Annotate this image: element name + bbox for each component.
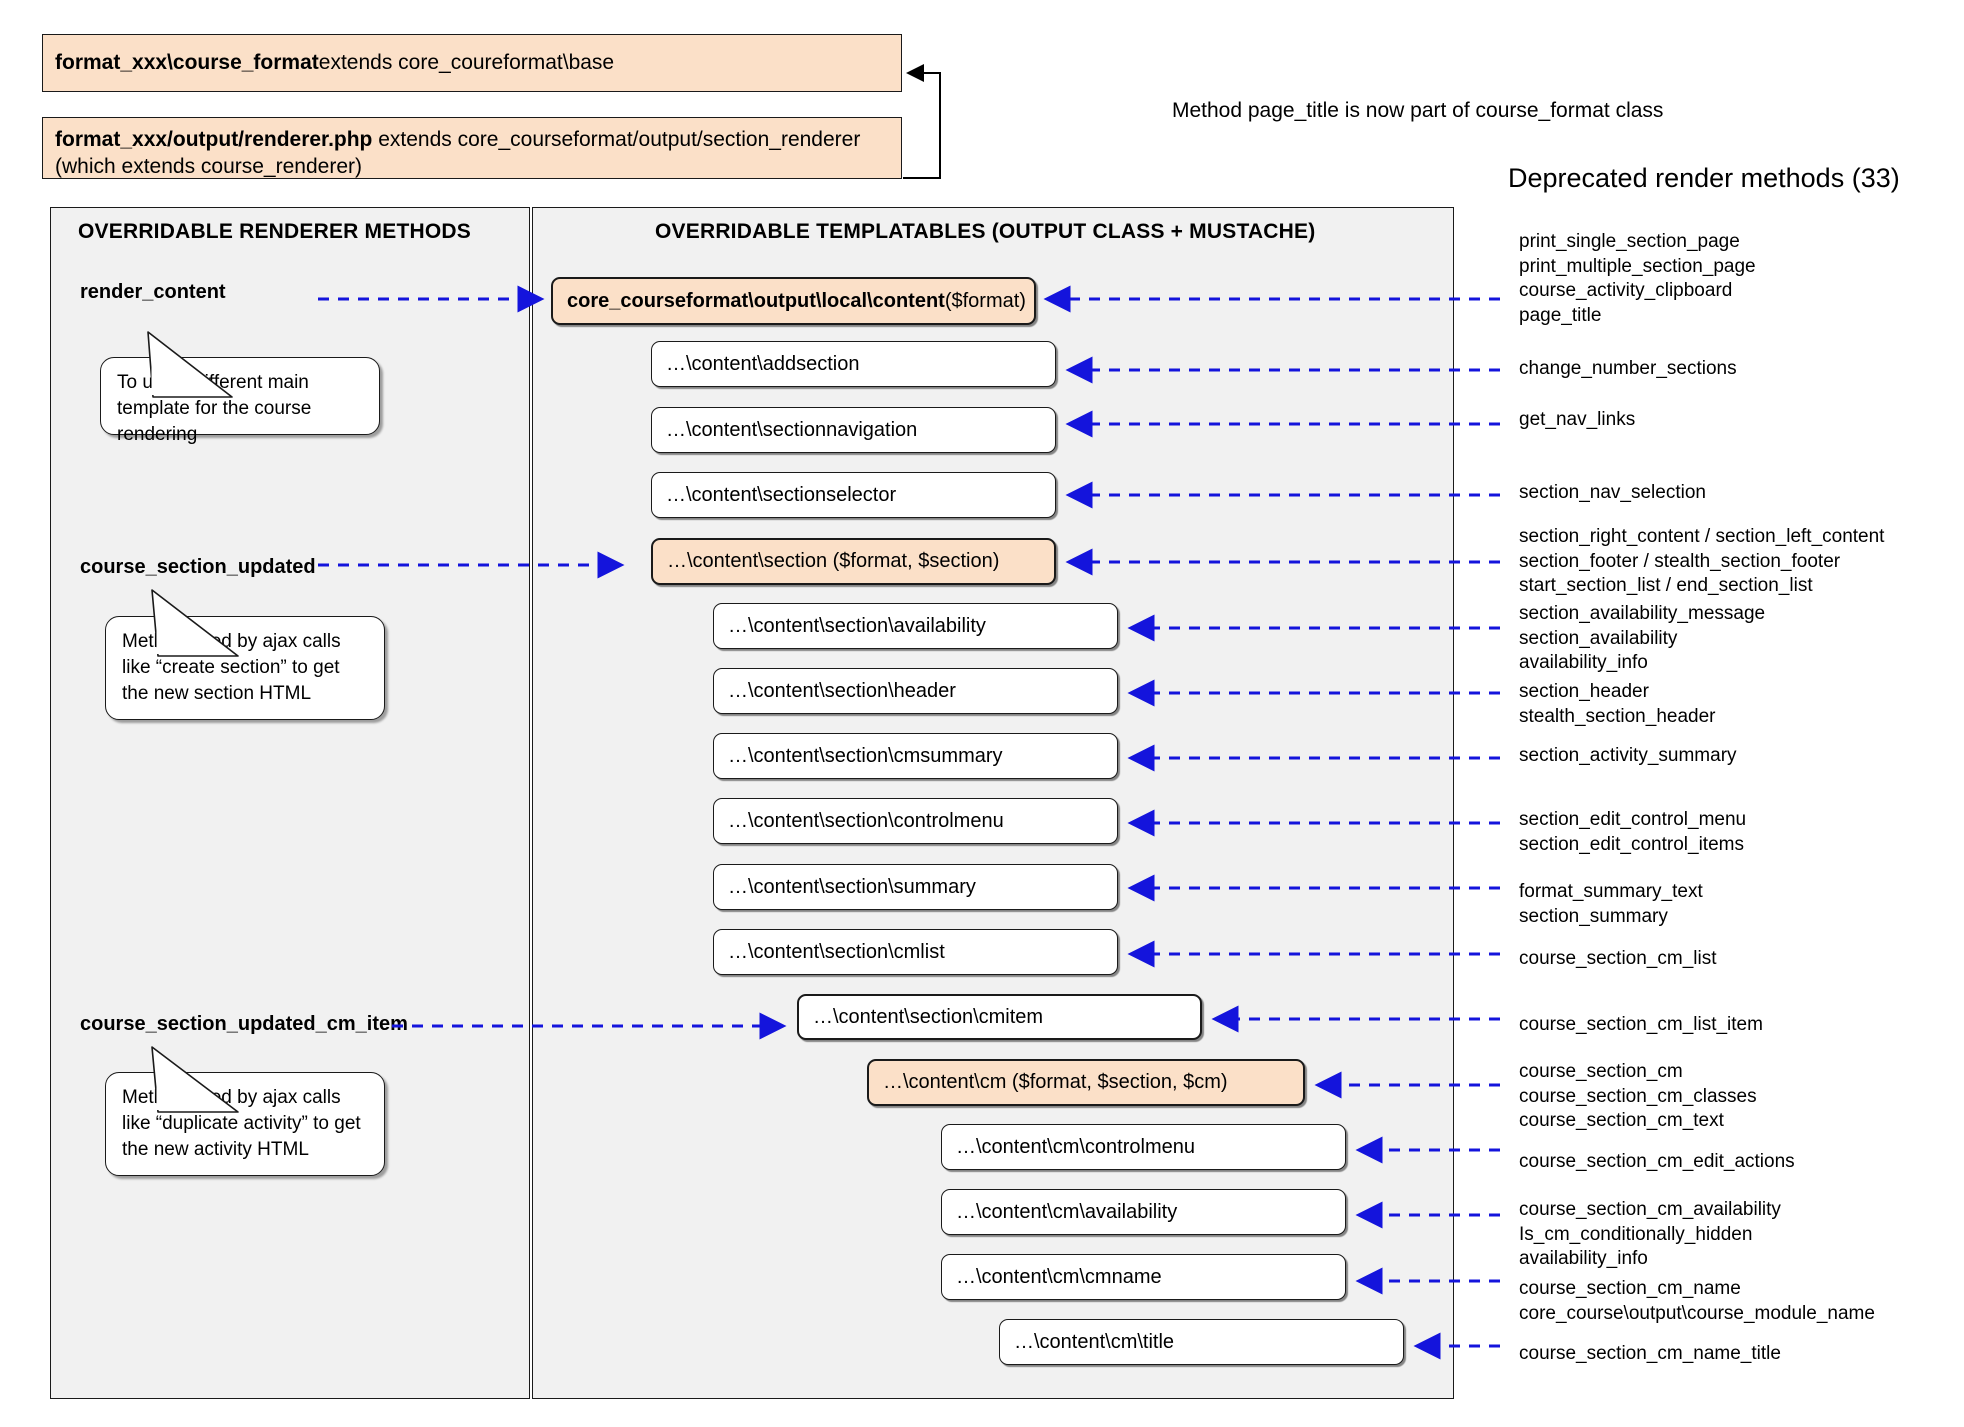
deprecated-method: section_nav_selection	[1519, 482, 1706, 503]
tbox-cm-cmname[interactable]: …\content\cm\cmname	[941, 1254, 1346, 1300]
deprecated-method: course_section_cm	[1519, 1061, 1683, 1082]
deprecated-group-12: course_section_cm course_section_cm_clas…	[1519, 1060, 1757, 1134]
page-title-annotation: Method page_title is now part of course_…	[1172, 99, 1664, 122]
deprecated-group-8: section_edit_control_menu section_edit_c…	[1519, 808, 1746, 857]
class-box-renderer: format_xxx/output/renderer.php extends c…	[42, 117, 902, 179]
deprecated-method: print_single_section_page	[1519, 231, 1740, 252]
tbox-sectionselector[interactable]: …\content\sectionselector	[651, 472, 1056, 518]
deprecated-method: section_header	[1519, 681, 1649, 702]
deprecated-group-2: get_nav_links	[1519, 408, 1635, 433]
deprecated-method: course_section_cm_name	[1519, 1278, 1741, 1299]
tbox-section-cmsummary[interactable]: …\content\section\cmsummary	[713, 733, 1118, 779]
deprecated-group-16: course_section_cm_name_title	[1519, 1342, 1781, 1367]
tbox-sectionnavigation[interactable]: …\content\sectionnavigation	[651, 407, 1056, 453]
tbox-section-cmlist[interactable]: …\content\section\cmlist	[713, 929, 1118, 975]
deprecated-method: page_title	[1519, 305, 1602, 327]
class-box-format-rest: extends core_coureformat\base	[318, 51, 615, 75]
tbox-cm-title[interactable]: …\content\cm\title	[999, 1319, 1404, 1365]
deprecated-methods-title: Deprecated render methods (33)	[1508, 163, 1900, 193]
deprecated-method: Is_cm_conditionally_hidden	[1519, 1223, 1753, 1245]
deprecated-group-6: section_header stealth_section_header	[1519, 680, 1715, 729]
deprecated-group-13: course_section_cm_edit_actions	[1519, 1150, 1795, 1175]
callout-course-section-updated-cm-item: Method used by ajax calls like “duplicat…	[105, 1072, 385, 1176]
deprecated-method: print_multiple_section_page	[1519, 255, 1756, 277]
deprecated-group-0: print_single_section_page print_multiple…	[1519, 230, 1756, 329]
tbox-addsection[interactable]: …\content\addsection	[651, 341, 1056, 387]
deprecated-method: format_summary_text	[1519, 881, 1703, 902]
deprecated-method: core_course\output\course_module_name	[1519, 1302, 1875, 1324]
deprecated-method: course_section_cm_list_item	[1519, 1014, 1763, 1035]
tbox-section-header[interactable]: …\content\section\header	[713, 668, 1118, 714]
deprecated-group-1: change_number_sections	[1519, 357, 1737, 382]
deprecated-method: course_section_cm_edit_actions	[1519, 1151, 1795, 1172]
class-box-format: format_xxx\course_format extends core_co…	[42, 34, 902, 92]
deprecated-group-10: course_section_cm_list	[1519, 947, 1716, 972]
tbox-cm[interactable]: …\content\cm ($format, $section, $cm)	[867, 1059, 1305, 1106]
tbox-section-availability[interactable]: …\content\section\availability	[713, 603, 1118, 649]
deprecated-method: availability_info	[1519, 652, 1648, 674]
tbox-section-controlmenu[interactable]: …\content\section\controlmenu	[713, 798, 1118, 844]
deprecated-group-5: section_availability_message section_ava…	[1519, 602, 1765, 676]
center-panel-title: OVERRIDABLE TEMPLATABLES (OUTPUT CLASS +…	[655, 220, 1316, 243]
tbox-cm-controlmenu[interactable]: …\content\cm\controlmenu	[941, 1124, 1346, 1170]
deprecated-method: course_section_cm_list	[1519, 948, 1717, 969]
deprecated-group-9: format_summary_text section_summary	[1519, 880, 1703, 929]
tbox-section-summary[interactable]: …\content\section\summary	[713, 864, 1118, 910]
class-box-renderer-rest: extends core_courseformat/output/section…	[55, 128, 861, 179]
tbox-cm-availability[interactable]: …\content\cm\availability	[941, 1189, 1346, 1235]
deprecated-method: section_edit_control_menu	[1519, 809, 1747, 830]
deprecated-method: section_availability	[1519, 627, 1678, 649]
tbox-section[interactable]: …\content\section ($format, $section)	[651, 538, 1056, 585]
callout-render-content: To use a different main template for the…	[100, 357, 380, 445]
method-render-content[interactable]: render_content	[80, 281, 226, 303]
deprecated-group-14: course_section_cm_availability Is_cm_con…	[1519, 1198, 1781, 1272]
deprecated-method: course_section_cm_name_title	[1519, 1343, 1781, 1364]
deprecated-group-7: section_activity_summary	[1519, 744, 1737, 769]
deprecated-method: section_right_content / section_left_con…	[1519, 526, 1885, 547]
tbox-content[interactable]: core_courseformat\output\local\content (…	[551, 277, 1036, 325]
tbox-content-bold: core_courseformat\output\local\content	[567, 289, 945, 312]
deprecated-method: get_nav_links	[1519, 409, 1636, 430]
class-box-renderer-bold: format_xxx/output/renderer.php	[55, 128, 373, 151]
deprecated-method: section_activity_summary	[1519, 745, 1737, 766]
deprecated-group-11: course_section_cm_list_item	[1519, 1013, 1763, 1038]
deprecated-method: section_availability_message	[1519, 603, 1766, 624]
tbox-content-rest: ($format)	[944, 289, 1026, 312]
inheritance-connector	[903, 64, 941, 179]
deprecated-group-15: course_section_cm_name core_course\outpu…	[1519, 1277, 1875, 1326]
deprecated-group-4: section_right_content / section_left_con…	[1519, 525, 1884, 599]
callout-course-section-updated: Method used by ajax calls like “create s…	[105, 616, 385, 720]
deprecated-method: course_section_cm_availability	[1519, 1199, 1781, 1220]
deprecated-method: section_edit_control_items	[1519, 833, 1744, 855]
class-box-format-bold: format_xxx\course_format	[55, 51, 319, 75]
deprecated-method: section_footer / stealth_section_footer	[1519, 550, 1841, 572]
method-course-section-updated[interactable]: course_section_updated	[80, 556, 316, 578]
left-panel-title: OVERRIDABLE RENDERER METHODS	[78, 220, 471, 243]
deprecated-method: change_number_sections	[1519, 358, 1737, 379]
method-course-section-updated-cm-item[interactable]: course_section_updated_cm_item	[80, 1013, 408, 1035]
deprecated-method: course_activity_clipboard	[1519, 280, 1733, 302]
deprecated-method: section_summary	[1519, 905, 1668, 927]
deprecated-method: availability_info	[1519, 1248, 1648, 1270]
deprecated-method: course_section_cm_text	[1519, 1110, 1724, 1132]
deprecated-group-3: section_nav_selection	[1519, 481, 1706, 506]
deprecated-method: stealth_section_header	[1519, 705, 1716, 727]
deprecated-method: course_section_cm_classes	[1519, 1085, 1757, 1107]
tbox-section-cmitem[interactable]: …\content\section\cmitem	[797, 994, 1202, 1040]
deprecated-method: start_section_list / end_section_list	[1519, 575, 1813, 597]
